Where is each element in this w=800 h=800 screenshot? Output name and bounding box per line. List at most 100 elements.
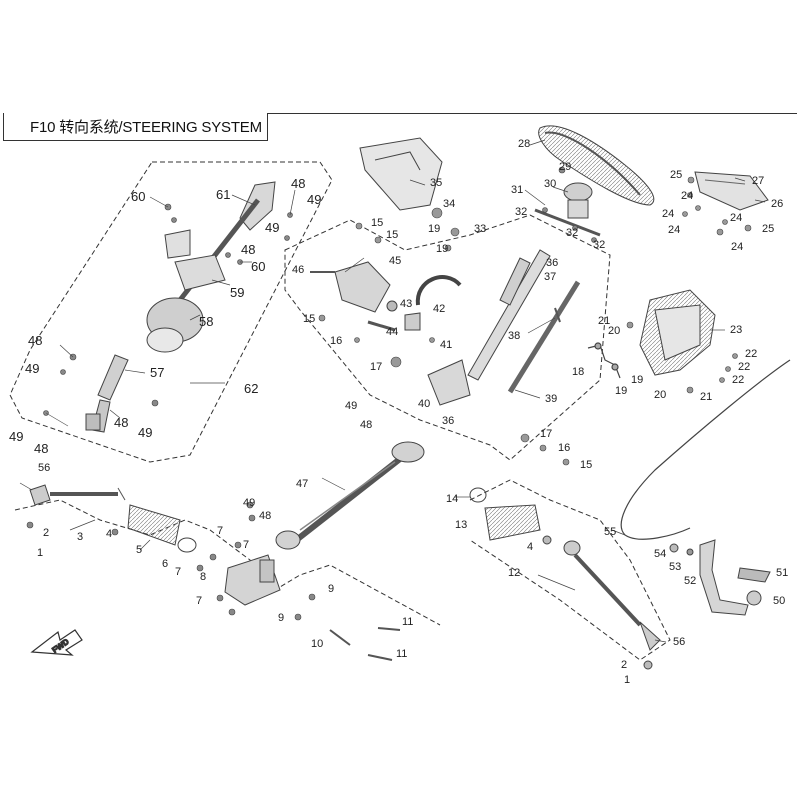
callout: 2	[43, 527, 49, 539]
callout: 58	[199, 314, 213, 329]
callout: 11	[402, 616, 413, 628]
callout: 33	[474, 223, 486, 235]
callout: 7	[175, 566, 181, 578]
callout: 31	[511, 184, 523, 196]
callout: 37	[544, 271, 556, 283]
callout: 21	[598, 315, 610, 327]
cover-23	[639, 289, 716, 376]
harness-18	[587, 342, 621, 379]
right-fasteners	[520, 176, 752, 466]
callout: 24	[731, 241, 743, 253]
intermediate-shaft-47	[275, 441, 425, 550]
boot-5	[127, 504, 181, 546]
leader-lines	[19, 139, 766, 643]
callout: 23	[730, 324, 742, 336]
callout-labels: 60 61 48 49 60 48 49 59 58 48 49 57 62 4…	[9, 138, 788, 686]
callout: 16	[558, 442, 570, 454]
callout: 24	[681, 190, 693, 202]
column-plate-59	[174, 254, 226, 291]
callout: 25	[762, 223, 774, 235]
callout: 48	[291, 176, 305, 191]
steering-column-assembly	[85, 181, 276, 433]
callout: 57	[150, 365, 164, 380]
callout: 18	[572, 366, 584, 378]
callout: 22	[738, 361, 750, 373]
wheel-fasteners	[542, 166, 597, 243]
callout: 17	[370, 361, 382, 373]
callout: 56	[673, 636, 685, 648]
pedal-52	[669, 539, 771, 616]
callout: 15	[386, 229, 398, 241]
callout: 27	[752, 175, 764, 187]
group-39-outline	[284, 214, 611, 461]
callout: 55	[604, 526, 616, 538]
callout: 59	[230, 285, 244, 300]
callout: 34	[443, 198, 455, 210]
group-outlines	[9, 161, 671, 661]
callout: 15	[580, 459, 592, 471]
callout: 3	[77, 531, 83, 543]
callout: 48	[241, 242, 255, 257]
callout: 7	[196, 595, 202, 607]
callout: 13	[455, 519, 467, 531]
callout: 15	[303, 313, 315, 325]
callout: 48	[114, 415, 128, 430]
callout: 45	[389, 255, 401, 267]
callout: 1	[624, 674, 630, 686]
callout: 53	[669, 561, 681, 573]
group-3-outline	[14, 499, 441, 626]
callout: 49	[265, 220, 279, 235]
handle-42	[415, 275, 462, 306]
callout: 11	[396, 648, 407, 660]
callout: 10	[311, 638, 323, 650]
callout: 50	[773, 595, 785, 607]
callout: 20	[654, 389, 666, 401]
cable-55	[620, 359, 791, 540]
callout: 19	[428, 223, 440, 235]
callout: 44	[386, 326, 398, 338]
inner-shaft-38	[507, 280, 581, 394]
callout: 46	[292, 264, 304, 276]
group-12-outline	[469, 479, 671, 661]
callout: 49	[25, 361, 39, 376]
diagram-title-box: F10 转向系统/STEERING SYSTEM	[3, 113, 268, 141]
callout: 7	[243, 539, 249, 551]
callout: 8	[200, 571, 206, 583]
callout: 52	[684, 575, 696, 587]
callout: 4	[106, 528, 112, 540]
callout: 35	[430, 177, 442, 189]
callout: 30	[544, 178, 556, 190]
callout: 39	[545, 393, 557, 405]
callout: 62	[244, 381, 258, 396]
callout: 25	[670, 169, 682, 181]
steering-gear-8	[177, 537, 281, 606]
callout: 32	[515, 206, 527, 218]
callout: 9	[278, 612, 284, 624]
callout: 4	[527, 541, 533, 553]
tie-rod-right	[469, 487, 661, 670]
callout: 2	[621, 659, 627, 671]
callout: 56	[38, 462, 50, 474]
callout: 15	[371, 217, 383, 229]
hub-30	[563, 182, 593, 202]
callout: 49	[138, 425, 152, 440]
callout: 21	[700, 391, 712, 403]
callout: 54	[654, 548, 666, 560]
callout: 26	[771, 198, 783, 210]
steering-wheel-28	[534, 125, 655, 237]
callout: 19	[631, 374, 643, 386]
callout: 36	[442, 415, 454, 427]
callout: 5	[136, 544, 142, 556]
steering-tube-39	[427, 249, 581, 406]
callout: 32	[593, 239, 605, 251]
callout: 1	[37, 547, 43, 559]
fwd-arrow-icon: FWD	[30, 629, 83, 656]
callout: 7	[217, 525, 223, 537]
callout: 12	[508, 567, 520, 579]
callout: 49	[9, 429, 23, 444]
callout: 28	[518, 138, 530, 150]
callout: 40	[418, 398, 430, 410]
callout: 49	[243, 497, 255, 509]
column-bracket-61	[239, 181, 276, 231]
